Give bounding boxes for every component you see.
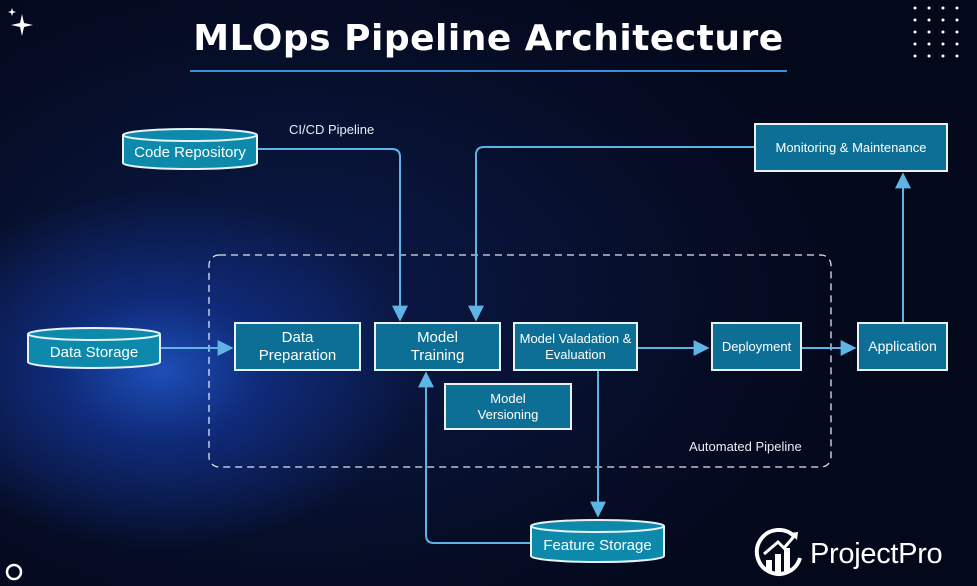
- application-label: Application: [868, 338, 937, 355]
- cicd-pipeline-label: CI/CD Pipeline: [289, 122, 375, 137]
- data-storage-label: Data Storage: [49, 344, 139, 361]
- model-training-node: Model Training: [374, 322, 501, 371]
- model-validation-label: Model Valadation & Evaluation: [519, 330, 632, 362]
- model-versioning-node: Model Versioning: [444, 383, 572, 430]
- feature-storage-label: Feature Storage: [543, 537, 652, 554]
- title-underline: [190, 70, 787, 72]
- application-node: Application: [857, 322, 948, 371]
- deployment-node: Deployment: [711, 322, 802, 371]
- data-preparation-node: Data Preparation: [234, 322, 361, 371]
- sparkle-icon: [8, 8, 33, 36]
- projectpro-logo-icon: [754, 528, 802, 576]
- model-versioning-label: Model Versioning: [477, 390, 539, 422]
- arrow-monitoring-training: [468, 146, 755, 322]
- model-validation-node: Model Valadation & Evaluation: [513, 322, 638, 371]
- code-repository-node: Code Repository: [121, 127, 259, 171]
- page-title: MLOps Pipeline Architecture: [193, 18, 784, 59]
- arrow-coderepo-training: [258, 148, 408, 322]
- data-storage-node: Data Storage: [26, 326, 162, 370]
- dot-grid-decoration: [913, 6, 959, 58]
- arrow-featurestorage-training: [418, 371, 531, 544]
- deployment-label: Deployment: [721, 338, 792, 354]
- code-repository-label: Code Repository: [134, 144, 246, 161]
- ring-decoration: [5, 563, 23, 581]
- automated-pipeline-frame: [208, 254, 832, 468]
- projectpro-logo: ProjectPro: [754, 528, 943, 580]
- model-training-label: Model Training: [410, 328, 465, 364]
- automated-pipeline-label: Automated Pipeline: [689, 439, 802, 454]
- monitoring-node: Monitoring & Maintenance: [754, 123, 948, 172]
- feature-storage-node: Feature Storage: [529, 518, 666, 564]
- brand-name: ProjectPro: [810, 537, 943, 570]
- data-preparation-label: Data Preparation: [258, 328, 337, 364]
- monitoring-label: Monitoring & Maintenance: [775, 139, 927, 155]
